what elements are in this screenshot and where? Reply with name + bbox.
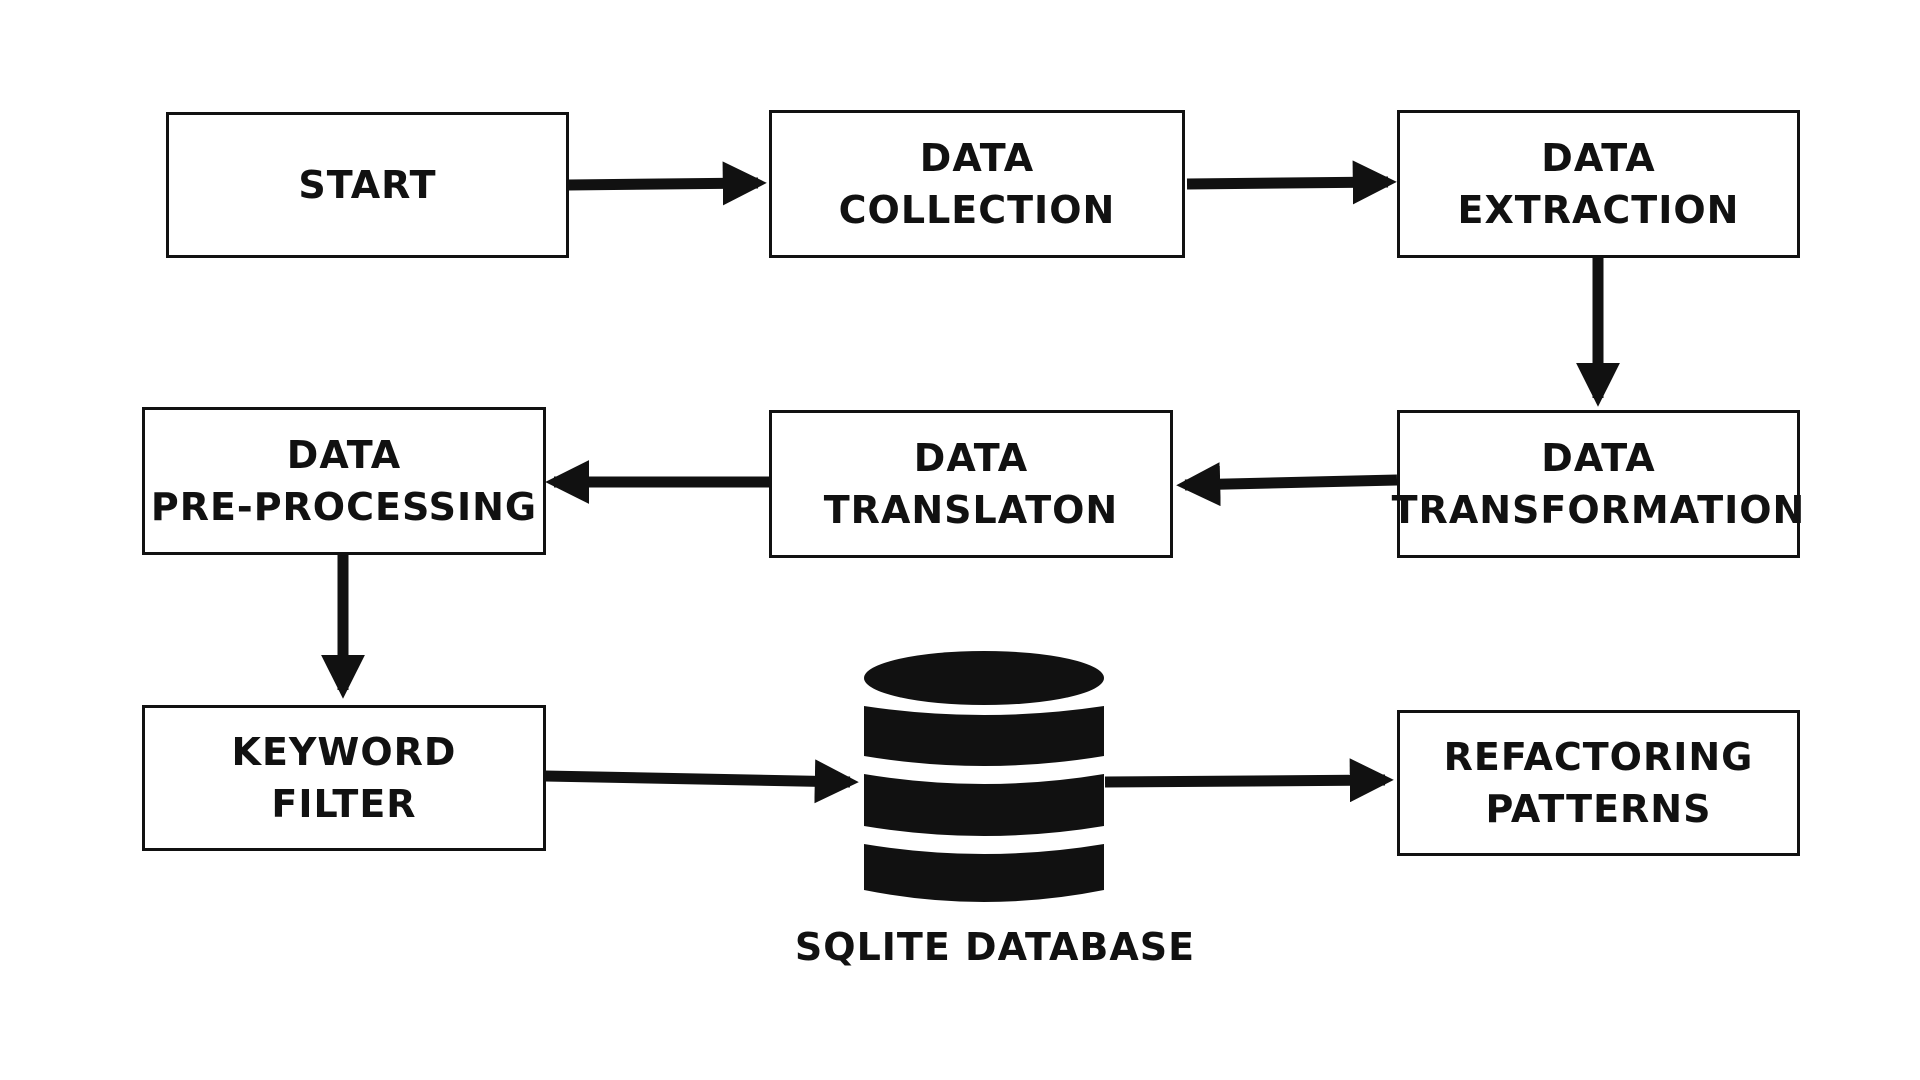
node-data-translation-label-2: TRANSLATON xyxy=(823,488,1119,532)
node-data-extraction-label-1: DATA xyxy=(1541,136,1656,180)
arrow-keyword-filter-to-database xyxy=(544,759,859,804)
node-data-transformation-label-1: DATA xyxy=(1541,436,1656,480)
arrow-start-to-collection xyxy=(567,161,767,206)
node-data-transformation: DATA TRANSFORMATION xyxy=(1392,410,1804,558)
arrow-collection-to-extraction xyxy=(1186,160,1397,205)
node-data-preprocessing-label-2: PRE-PROCESSING xyxy=(150,485,538,529)
arrow-transformation-to-translation xyxy=(1176,462,1398,507)
node-refactoring-patterns: REFACTORING PATTERNS xyxy=(1397,710,1800,856)
node-data-translation-label-1: DATA xyxy=(913,436,1029,480)
node-data-preprocessing: DATA PRE-PROCESSING xyxy=(142,407,546,555)
node-start: START xyxy=(166,112,569,258)
node-data-preprocessing-label-1: DATA xyxy=(286,433,402,477)
database-label: SQLITE DATABASE xyxy=(794,925,1196,969)
node-data-translation: DATA TRANSLATON xyxy=(769,410,1173,558)
node-keyword-filter: KEYWORD FILTER xyxy=(142,705,546,851)
node-data-transformation-label-2: TRANSFORMATION xyxy=(1391,488,1806,532)
node-refactoring-patterns-label-1: REFACTORING xyxy=(1443,735,1754,779)
node-keyword-filter-label-2: FILTER xyxy=(271,782,417,826)
node-refactoring-patterns-label-2: PATTERNS xyxy=(1485,787,1712,831)
node-data-collection-label-2: COLLECTION xyxy=(838,188,1116,232)
arrow-database-to-refactoring xyxy=(1104,758,1394,803)
node-data-extraction-label-2: EXTRACTION xyxy=(1457,188,1740,232)
node-data-collection-label-1: DATA xyxy=(919,136,1035,180)
node-start-label: START xyxy=(298,163,437,207)
node-keyword-filter-label-1: KEYWORD xyxy=(231,730,457,774)
node-data-collection: DATA COLLECTION xyxy=(769,110,1185,258)
node-data-extraction: DATA EXTRACTION xyxy=(1397,110,1800,258)
